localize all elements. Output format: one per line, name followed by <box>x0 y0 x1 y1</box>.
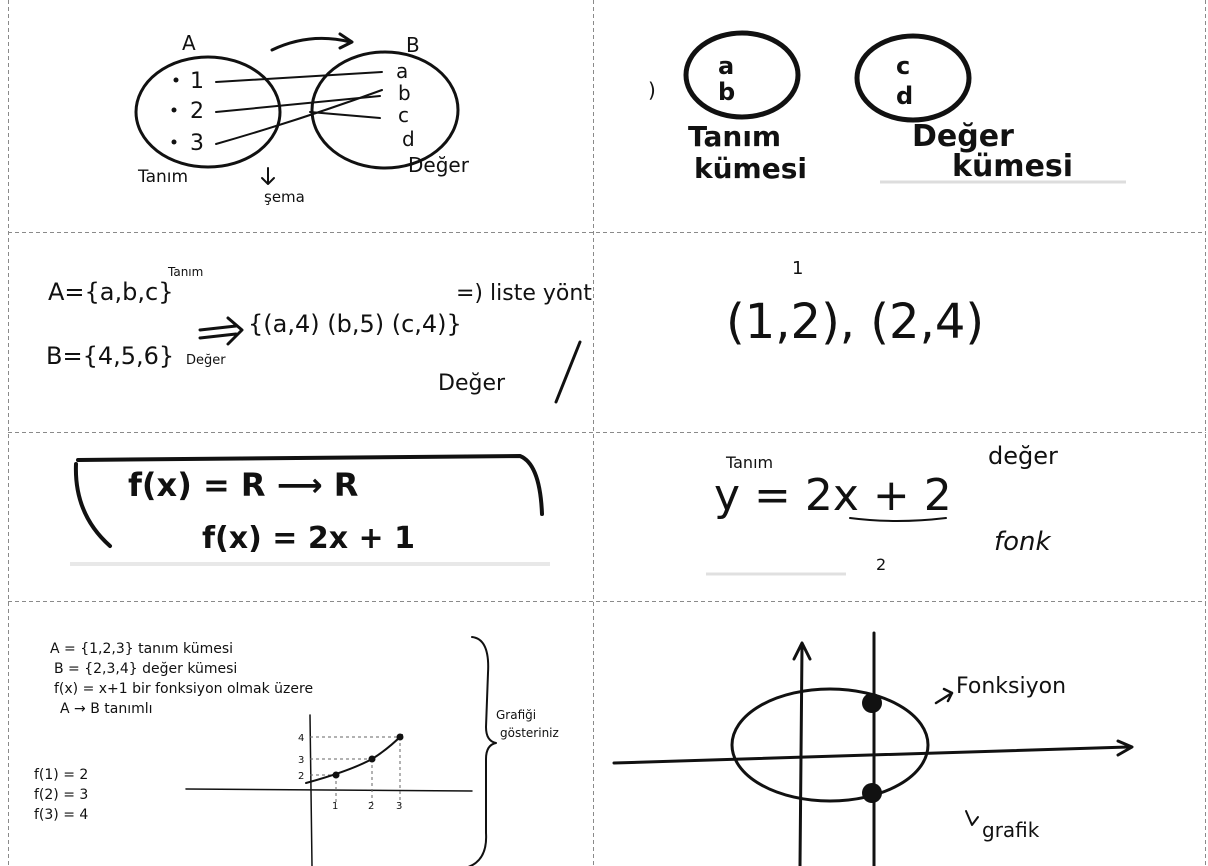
pairs-list: {(a,4) (b,5) (c,4)} <box>248 310 462 338</box>
cell-domain-range-circles: ) a b c d Tanım kümesi Değer kümesi <box>596 0 1204 232</box>
domain-label: Tanım <box>137 167 188 187</box>
side-note-2: gösteriniz <box>500 726 559 740</box>
b-item-b: b <box>398 81 411 105</box>
domain-range-circles: ) a b c d Tanım kümesi Değer kümesi <box>648 30 1126 185</box>
domain-tag: Tanım <box>725 453 773 472</box>
x-tick-1: 1 <box>332 801 338 812</box>
set-a-ellipse <box>134 55 282 169</box>
b-item-a: a <box>396 59 408 83</box>
b-item-d: d <box>402 127 415 151</box>
function-label: Fonksiyon <box>956 674 1066 699</box>
cell-function-notation: f(x) = R ⟶ R f(x) = 2x + 1 <box>10 434 592 600</box>
exercise-line-1: A = {1,2,3} tanım kümesi <box>50 641 233 657</box>
ordered-pairs: 1 (1,2), (2,4) <box>726 258 984 350</box>
cell-linear-equation: Tanım değer y = 2x + 2 fonk 2 <box>596 434 1204 600</box>
y-tick-3: 3 <box>298 755 304 766</box>
range-circle <box>854 33 972 123</box>
value-f1: f(1) = 2 <box>34 767 88 783</box>
linear-equation: Tanım değer y = 2x + 2 fonk 2 <box>706 442 1058 576</box>
top-arrow <box>270 36 352 52</box>
small-mark: 1 <box>792 258 803 279</box>
cell-graph-exercise: A = {1,2,3} tanım kümesi B = {2,3,4} değ… <box>10 603 592 866</box>
domain-circle <box>683 30 801 120</box>
exercise-line-4: A → B tanımlı <box>60 701 153 717</box>
set-b-label: B <box>406 33 420 57</box>
y-axis <box>798 645 804 866</box>
a-item-2: 2 <box>190 99 204 124</box>
equation-text: y = 2x + 2 <box>714 470 952 521</box>
x-tick-2: 2 <box>368 801 374 812</box>
mapping-diagram: A B 1 2 3 a b c d Tanım Değer şema <box>134 31 470 206</box>
domain-label-2: kümesi <box>694 152 807 185</box>
x-tick-3: 3 <box>396 801 402 812</box>
exercise-line-3: f(x) = x+1 bir fonksiyon olmak üzere <box>54 681 313 697</box>
cell-mapping-diagram: A B 1 2 3 a b c d Tanım Değer şema <box>10 0 592 232</box>
set-a-label: A <box>182 31 196 55</box>
set-b-ellipse <box>310 50 460 170</box>
right-item-d: d <box>896 82 913 110</box>
x-axis <box>612 745 1130 765</box>
range-tag: değer <box>988 442 1058 470</box>
left-item-a: a <box>718 52 734 80</box>
cell-list-method: A={a,b,c} Tanım B={4,5,6} Değer {(a,4) (… <box>10 234 592 431</box>
pairs-text: (1,2), (2,4) <box>726 294 984 350</box>
set-b-tag: Değer <box>186 353 226 368</box>
exercise-line-2: B = {2,3,4} değer kümesi <box>54 661 237 677</box>
value-f2: f(2) = 3 <box>34 787 88 803</box>
range-label-2: kümesi <box>952 149 1073 184</box>
domain-label-1: Tanım <box>688 120 781 153</box>
function-word: fonk <box>994 527 1052 557</box>
graph-exercise: A = {1,2,3} tanım kümesi B = {2,3,4} değ… <box>34 636 559 866</box>
set-a-line: A={a,b,c} <box>48 278 173 306</box>
function-line-2: f(x) = 2x + 1 <box>202 521 415 556</box>
a-item-3: 3 <box>190 131 204 156</box>
range-note: Değer <box>438 371 506 396</box>
range-label: Değer <box>408 153 470 177</box>
vertical-line-test: Fonksiyon grafik <box>612 631 1134 866</box>
b-item-c: c <box>398 103 409 127</box>
cell-vertical-line-test: Fonksiyon grafik <box>596 603 1204 866</box>
set-b-line: B={4,5,6} <box>46 342 174 370</box>
side-note-1: Grafiği <box>496 708 536 722</box>
list-method-label: =) liste yöntemi <box>456 281 592 306</box>
cell-ordered-pairs: 1 (1,2), (2,4) <box>596 234 1204 431</box>
svg-text:): ) <box>648 78 656 102</box>
set-a-tag: Tanım <box>167 265 203 279</box>
value-f3: f(3) = 4 <box>34 807 88 823</box>
graph-label: grafik <box>982 818 1040 842</box>
left-item-b: b <box>718 78 735 106</box>
small-digit: 2 <box>876 555 886 574</box>
function-line-1: f(x) = R ⟶ R <box>128 466 358 504</box>
circle-curve <box>730 687 930 803</box>
list-method-notes: A={a,b,c} Tanım B={4,5,6} Değer {(a,4) (… <box>46 265 592 404</box>
diagram-label: şema <box>264 188 305 206</box>
function-notation: f(x) = R ⟶ R f(x) = 2x + 1 <box>70 454 550 566</box>
a-item-1: 1 <box>190 69 204 94</box>
right-item-c: c <box>896 52 910 80</box>
y-tick-4: 4 <box>298 733 304 744</box>
range-label-1: Değer <box>912 119 1014 154</box>
y-tick-2: 2 <box>298 771 304 782</box>
